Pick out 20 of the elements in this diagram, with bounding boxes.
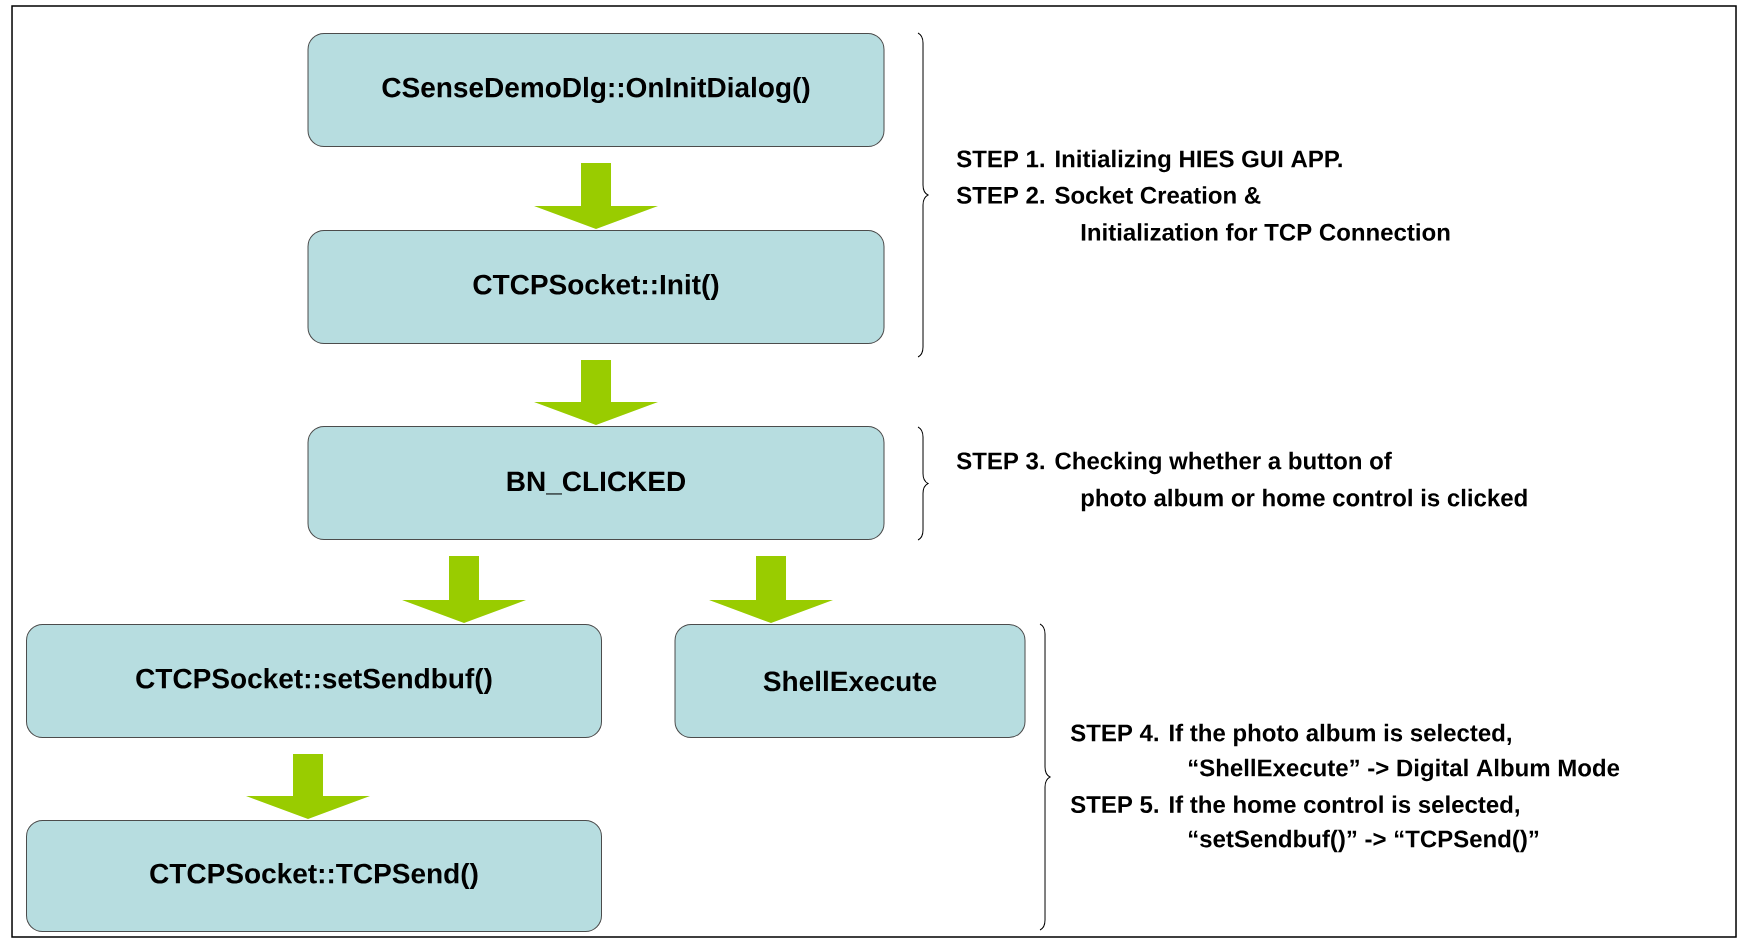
process-box: BN_CLICKED [307, 426, 885, 540]
process-box: CTCPSocket::TCPSend() [26, 820, 602, 932]
step-text: photo album or home control is clicked [1081, 488, 1527, 512]
process-box: CTCPSocket::Init() [307, 230, 885, 344]
block-arrow [534, 360, 658, 425]
step-text: STEP 1. Initializing HIES GUI APP. [956, 149, 1342, 173]
step-text: Initialization for TCP Connection [1081, 223, 1450, 241]
step-text: STEP 3. Checking whether a button of [956, 451, 1392, 475]
block-arrow [246, 754, 370, 819]
step-text: STEP 5. If the home control is selected, [1070, 795, 1519, 817]
process-box: CSenseDemoDlg::OnInitDialog() [307, 33, 885, 147]
step-text: STEP 2. Socket Creation & [956, 186, 1261, 204]
block-arrow [534, 163, 658, 229]
step-text: “ShellExecute” -> Digital Album Mode [1189, 758, 1620, 782]
block-arrow [402, 556, 526, 623]
process-box: ShellExecute [674, 624, 1026, 738]
block-arrow [709, 556, 833, 623]
step-text: STEP 4. If the photo album is selected, [1070, 723, 1511, 747]
process-box: CTCPSocket::setSendbuf() [26, 624, 602, 738]
step-text: “setSendbuf()” -> “TCPSend()” [1189, 829, 1539, 853]
